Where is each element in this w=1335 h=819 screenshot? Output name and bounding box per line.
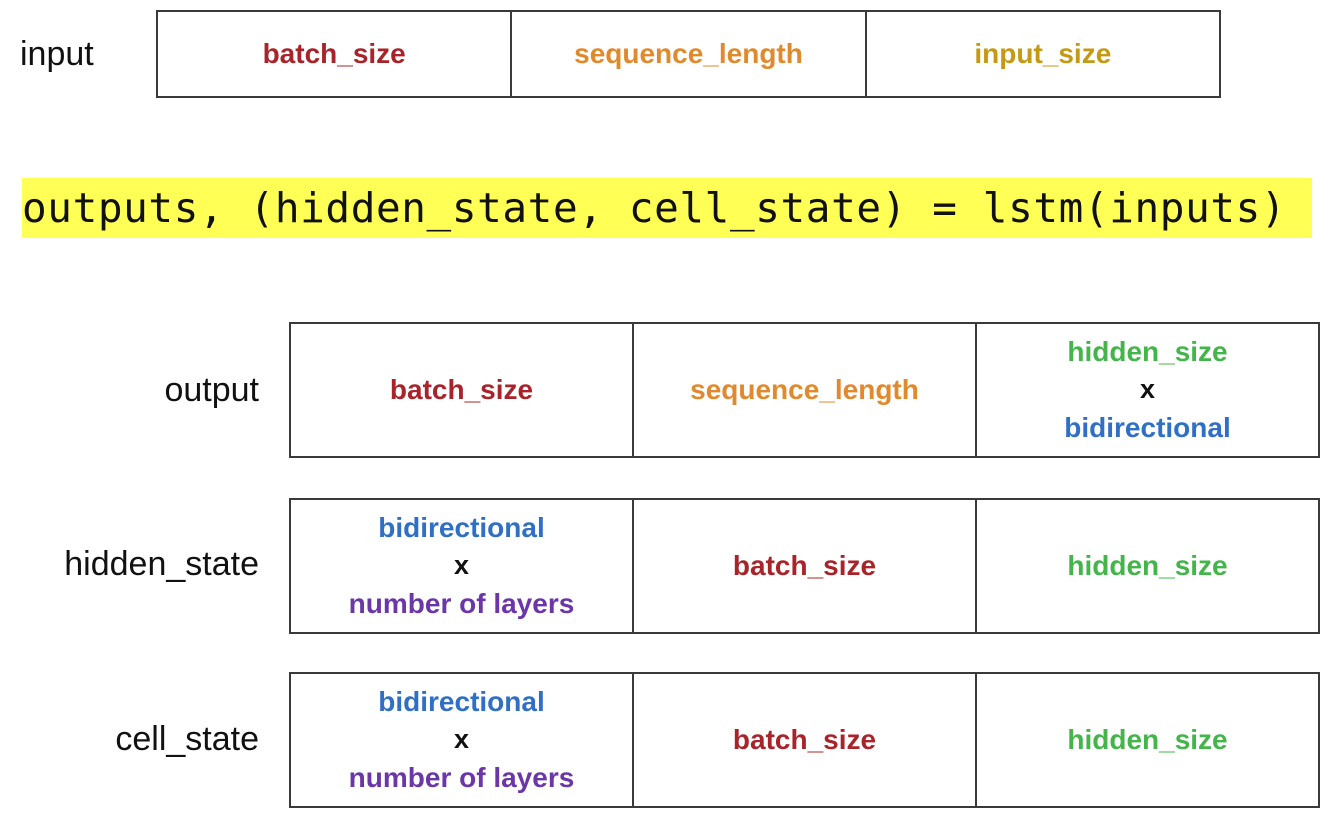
hidden-state-label: hidden_state (64, 545, 259, 583)
dimension-sequence-length: sequence_length (574, 37, 803, 69)
hidden-state-tensor-shape: bidirectional x number of layers batch_siz… (289, 498, 1320, 634)
dimension-hidden-size: hidden_size (1067, 723, 1228, 755)
dimension-input-size: input_size (974, 37, 1112, 69)
times-symbol: x (453, 724, 470, 755)
dimension-batch-size: batch_size (389, 373, 534, 405)
dimension-batch-size: batch_size (262, 37, 406, 69)
lstm-call-code: outputs, (hidden_state, cell_state) = ls… (22, 178, 1312, 238)
dimension-sequence-length: sequence_length (690, 373, 919, 405)
cell-state-dim-cell: batch_size (632, 674, 975, 806)
output-dim-cell: sequence_length (632, 324, 975, 456)
hidden-state-dim-cell: hidden_size (975, 500, 1318, 632)
dimension-bidirectional: bidirectional (1064, 411, 1231, 443)
dimension-bidirectional: bidirectional (378, 685, 545, 717)
output-label: output (164, 371, 259, 409)
input-tensor-shape: batch_size sequence_length input_size (156, 10, 1221, 98)
dimension-number-of-layers: number of layers (348, 761, 575, 793)
hidden-state-dim-cell: bidirectional x number of layers (291, 500, 632, 632)
times-symbol: x (1139, 374, 1156, 405)
times-symbol: x (453, 550, 470, 581)
cell-state-dim-cell: bidirectional x number of layers (291, 674, 632, 806)
input-dim-cell: sequence_length (510, 12, 864, 96)
dimension-bidirectional: bidirectional (378, 511, 545, 543)
dimension-batch-size: batch_size (732, 723, 877, 755)
hidden-state-dim-cell: batch_size (632, 500, 975, 632)
dimension-hidden-size: hidden_size (1067, 335, 1228, 367)
cell-state-tensor-shape: bidirectional x number of layers batch_siz… (289, 672, 1320, 808)
input-label: input (20, 35, 94, 73)
cell-state-dim-cell: hidden_size (975, 674, 1318, 806)
dimension-batch-size: batch_size (732, 549, 877, 581)
input-dim-cell: input_size (864, 12, 1219, 96)
dimension-number-of-layers: number of layers (348, 587, 575, 619)
input-dim-cell: batch_size (158, 12, 510, 96)
dimension-hidden-size: hidden_size (1067, 549, 1228, 581)
output-dim-cell: batch_size (291, 324, 632, 456)
cell-state-label: cell_state (115, 720, 259, 758)
